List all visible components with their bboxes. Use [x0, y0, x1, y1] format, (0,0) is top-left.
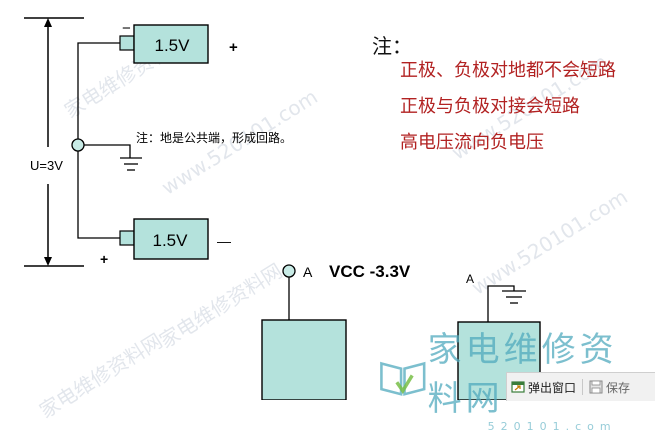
watermark-logo-text: 家电维修资料网: [427, 330, 618, 419]
ground-component-wire: [487, 285, 515, 322]
ground-node-label: A: [466, 272, 474, 286]
note-line-2: 正极与负极对接会短路: [400, 96, 580, 117]
notes-title: 注：: [372, 34, 412, 58]
note-line-3: 高电压流向负电压: [400, 132, 544, 153]
save-icon: [589, 380, 603, 394]
battery-top-plus: +: [229, 39, 238, 56]
voltage-span: [24, 17, 84, 267]
vcc-component: [261, 319, 347, 400]
note-line-1: 正极、负极对地都不会短路: [400, 60, 616, 81]
save-button[interactable]: 保存: [585, 379, 634, 396]
junction-node: [71, 138, 85, 152]
watermark-logo-url: 520101.com: [487, 420, 617, 433]
ground-symbol: [120, 157, 142, 171]
circuit-wires: [77, 42, 131, 239]
ground-note: 注：地是公共端，形成回路。: [136, 131, 293, 145]
battery-top-minus: −: [122, 20, 131, 37]
vcc-node: [282, 264, 296, 278]
vcc-node-label: A: [303, 264, 313, 280]
bottom-toolbar: 弹出窗口 保存: [506, 372, 655, 401]
popup-window-label: 弹出窗口: [528, 380, 577, 395]
book-logo-icon: [380, 361, 426, 396]
save-label: 保存: [606, 380, 631, 395]
toolbar-divider: [582, 379, 584, 395]
voltage-label: U=3V: [30, 158, 63, 173]
battery-top: [119, 24, 209, 64]
battery-bottom: [119, 218, 209, 260]
popup-window-icon: [511, 381, 525, 393]
battery-bottom-label: 1.5V: [153, 231, 189, 250]
circuit-diagram: 1.5V − + 1.5V — + U=3V A VCC -3.3V A: [24, 17, 541, 400]
battery-top-label: 1.5V: [155, 36, 191, 55]
battery-bottom-plus: +: [100, 251, 108, 267]
battery-bottom-minus: —: [217, 233, 231, 249]
vcc-value-label: VCC -3.3V: [329, 262, 411, 281]
ground-symbol-right: [502, 290, 526, 304]
popup-window-button[interactable]: 弹出窗口: [507, 379, 580, 396]
